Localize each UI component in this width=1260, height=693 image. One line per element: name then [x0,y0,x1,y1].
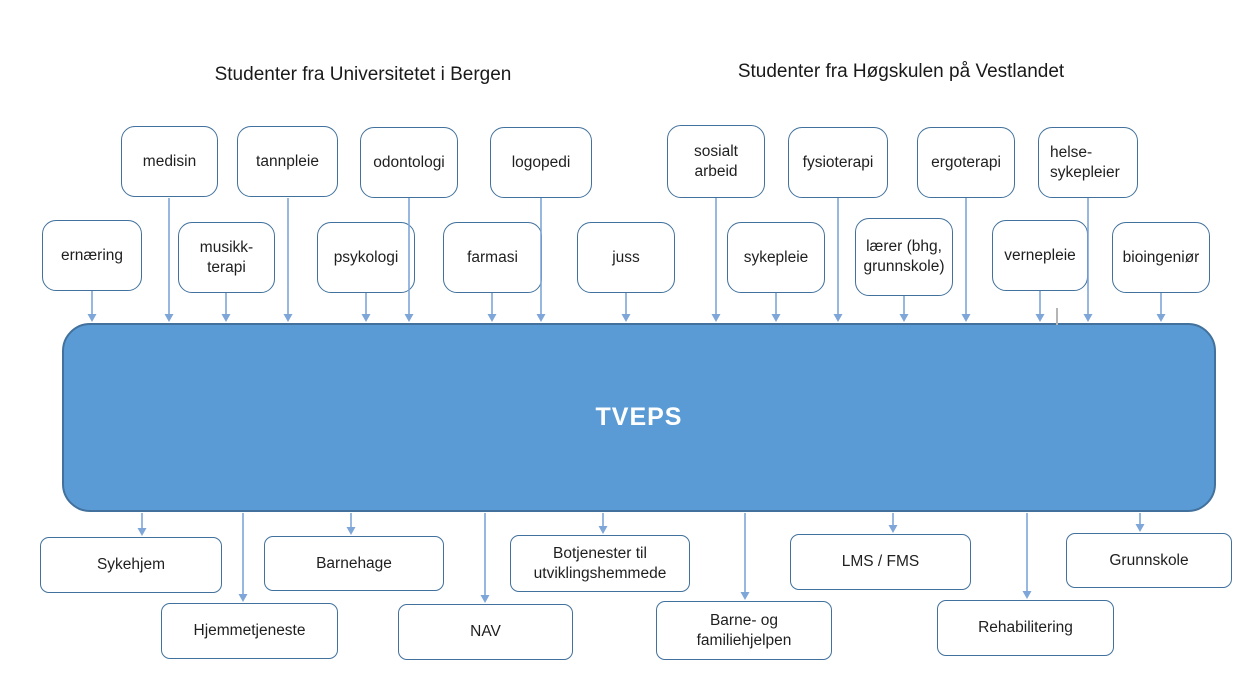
service-label: Hjemmetjeneste [193,622,306,639]
program-box-farmasi: farmasi [443,222,542,293]
program-box-vernepleie: vernepleie [992,220,1088,291]
tveps-hub-box: TVEPS [62,323,1216,512]
program-box-juss: juss [577,222,675,293]
arrow-farmasi-to-tveps [487,293,497,322]
program-label: lærer (bhg, grunnskole) [863,238,945,275]
arrow-tveps-to-botjenester [598,513,608,534]
program-box-helsesykepleier: helse- sykepleier [1038,127,1138,198]
service-box-lms-fms: LMS / FMS [790,534,971,590]
program-box-logopedi: logopedi [490,127,592,198]
service-box-barne-og-familiehjelpen: Barne- og familiehjelpen [656,601,832,660]
arrow-tveps-to-rehabilitering [1022,513,1032,599]
arrow-tveps-to-barnehage [346,513,356,535]
program-label: medisin [142,152,197,170]
service-label: Rehabilitering [978,619,1073,636]
service-box-grunnskole: Grunnskole [1066,533,1232,588]
arrow-sykepleie-to-tveps [771,293,781,322]
program-box-tannpleie: tannpleie [237,126,338,197]
service-label: Botjenester til utviklingshemmede [533,544,667,582]
service-label: LMS / FMS [841,553,920,570]
program-label: bioingeniør [1122,248,1200,266]
uib-group-title: Studenter fra Universitetet i Bergen [214,64,512,85]
arrow-ergoterapi-to-tveps [961,198,971,322]
arrow-musikkterapi-to-tveps [221,293,231,322]
service-label: Grunnskole [1109,551,1189,569]
arrow-fysioterapi-to-tveps [833,198,843,322]
arrow-tannpleie-to-tveps [283,198,293,322]
program-box-sosialt-arbeid: sosialt arbeid [667,125,765,198]
program-box-musikkterapi: musikk- terapi [178,222,275,293]
arrow-psykologi-to-tveps [361,293,371,322]
program-label: farmasi [467,248,518,266]
hvl-group-title: Studenter fra Høgskulen på Vestlandet [737,61,1065,82]
service-label: Barnehage [316,554,392,572]
arrow-tveps-to-barne-og-familiehjelpen [740,513,750,600]
arrow-medisin-to-tveps [164,198,174,322]
arrow-laerer-to-tveps [899,296,909,322]
service-box-rehabilitering: Rehabilitering [937,600,1114,656]
arrow-vernepleie-to-tveps [1035,291,1045,322]
arrow-tveps-to-grunnskole [1135,513,1145,532]
program-box-fysioterapi: fysioterapi [788,127,888,198]
arrow-juss-to-tveps [621,293,631,322]
program-label: fysioterapi [802,153,874,171]
program-box-laerer: lærer (bhg, grunnskole) [855,218,953,296]
program-label: vernepleie [1004,246,1076,264]
arrow-tveps-to-sykehjem [137,513,147,536]
service-label: Barne- og familiehjelpen [696,611,792,649]
program-label: sykepleie [743,248,809,266]
program-label: ergoterapi [931,153,1001,171]
program-box-medisin: medisin [121,126,218,197]
program-label: sosialt arbeid [694,142,738,180]
program-box-sykepleie: sykepleie [727,222,825,293]
program-label: musikk- terapi [199,238,254,276]
program-label: juss [612,248,640,266]
arrow-tveps-to-lms-fms [888,513,898,533]
service-label: NAV [470,623,501,640]
program-box-psykologi: psykologi [317,222,415,293]
service-label: Sykehjem [96,556,166,573]
service-box-hjemmetjeneste: Hjemmetjeneste [161,603,338,659]
program-box-bioingenioer: bioingeniør [1112,222,1210,293]
arrow-bioingenioer-to-tveps [1156,293,1166,322]
arrow-tveps-to-hjemmetjeneste [238,513,248,602]
program-label: logopedi [511,153,571,171]
program-label: ernæring [60,246,124,264]
arrow-sosialt-arbeid-to-tveps [711,198,721,322]
program-label: odontologi [373,153,445,171]
arrow-tveps-to-nav [480,513,490,603]
service-box-sykehjem: Sykehjem [40,537,222,593]
arrow-ernaering-to-tveps [87,291,97,322]
service-box-nav: NAV [398,604,573,660]
program-box-odontologi: odontologi [360,127,458,198]
tveps-hub-label: TVEPS [595,403,683,431]
program-box-ernaering: ernæring [42,220,142,291]
service-box-botjenester: Botjenester til utviklingshemmede [510,535,690,592]
program-box-ergoterapi: ergoterapi [917,127,1015,198]
program-label: helse- sykepleier [1050,143,1120,181]
program-label: tannpleie [256,152,319,170]
service-box-barnehage: Barnehage [264,536,444,591]
program-label: psykologi [333,248,399,266]
